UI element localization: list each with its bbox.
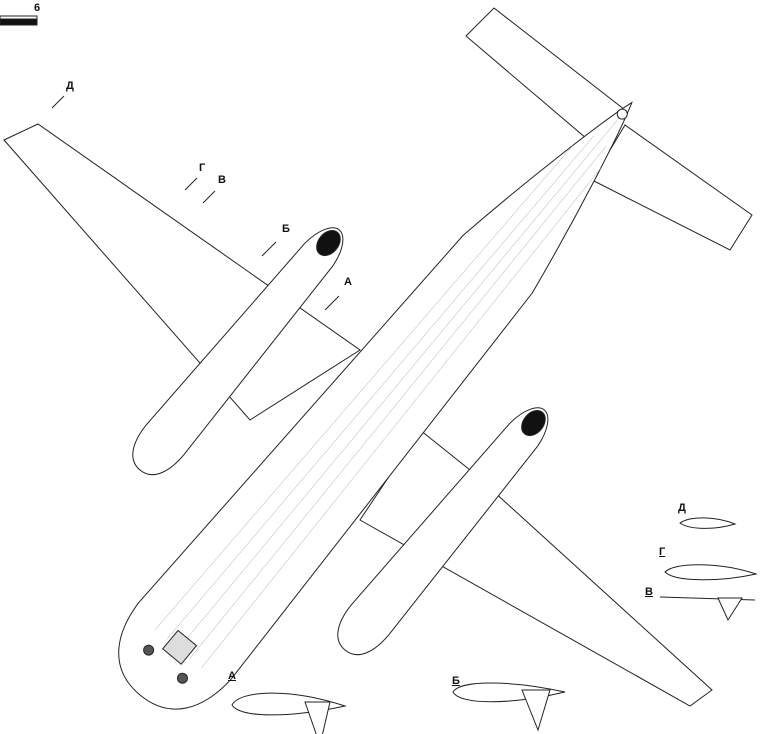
scale-label: 6 [34, 2, 41, 14]
section-label-d: Д [678, 502, 686, 514]
scale-bar [0, 15, 38, 26]
marker-v: В [218, 174, 226, 186]
section-label-v: В [645, 586, 653, 598]
marker-d: Д [66, 80, 74, 92]
fuselage [118, 101, 633, 710]
marker-a: А [344, 276, 352, 288]
right-engine-nacelle [337, 407, 549, 656]
tail-right-stabilizer [591, 124, 753, 251]
section-label-b: Б [452, 675, 460, 687]
section-label-g: Г [659, 546, 666, 558]
section-label-a: А [228, 670, 236, 682]
section-marker-lines [51, 95, 340, 311]
left-engine-nacelle [132, 227, 344, 476]
left-wing [3, 123, 361, 421]
marker-g: Г [199, 162, 206, 174]
airfoil-sections [231, 517, 758, 734]
marker-b: Б [282, 223, 290, 235]
